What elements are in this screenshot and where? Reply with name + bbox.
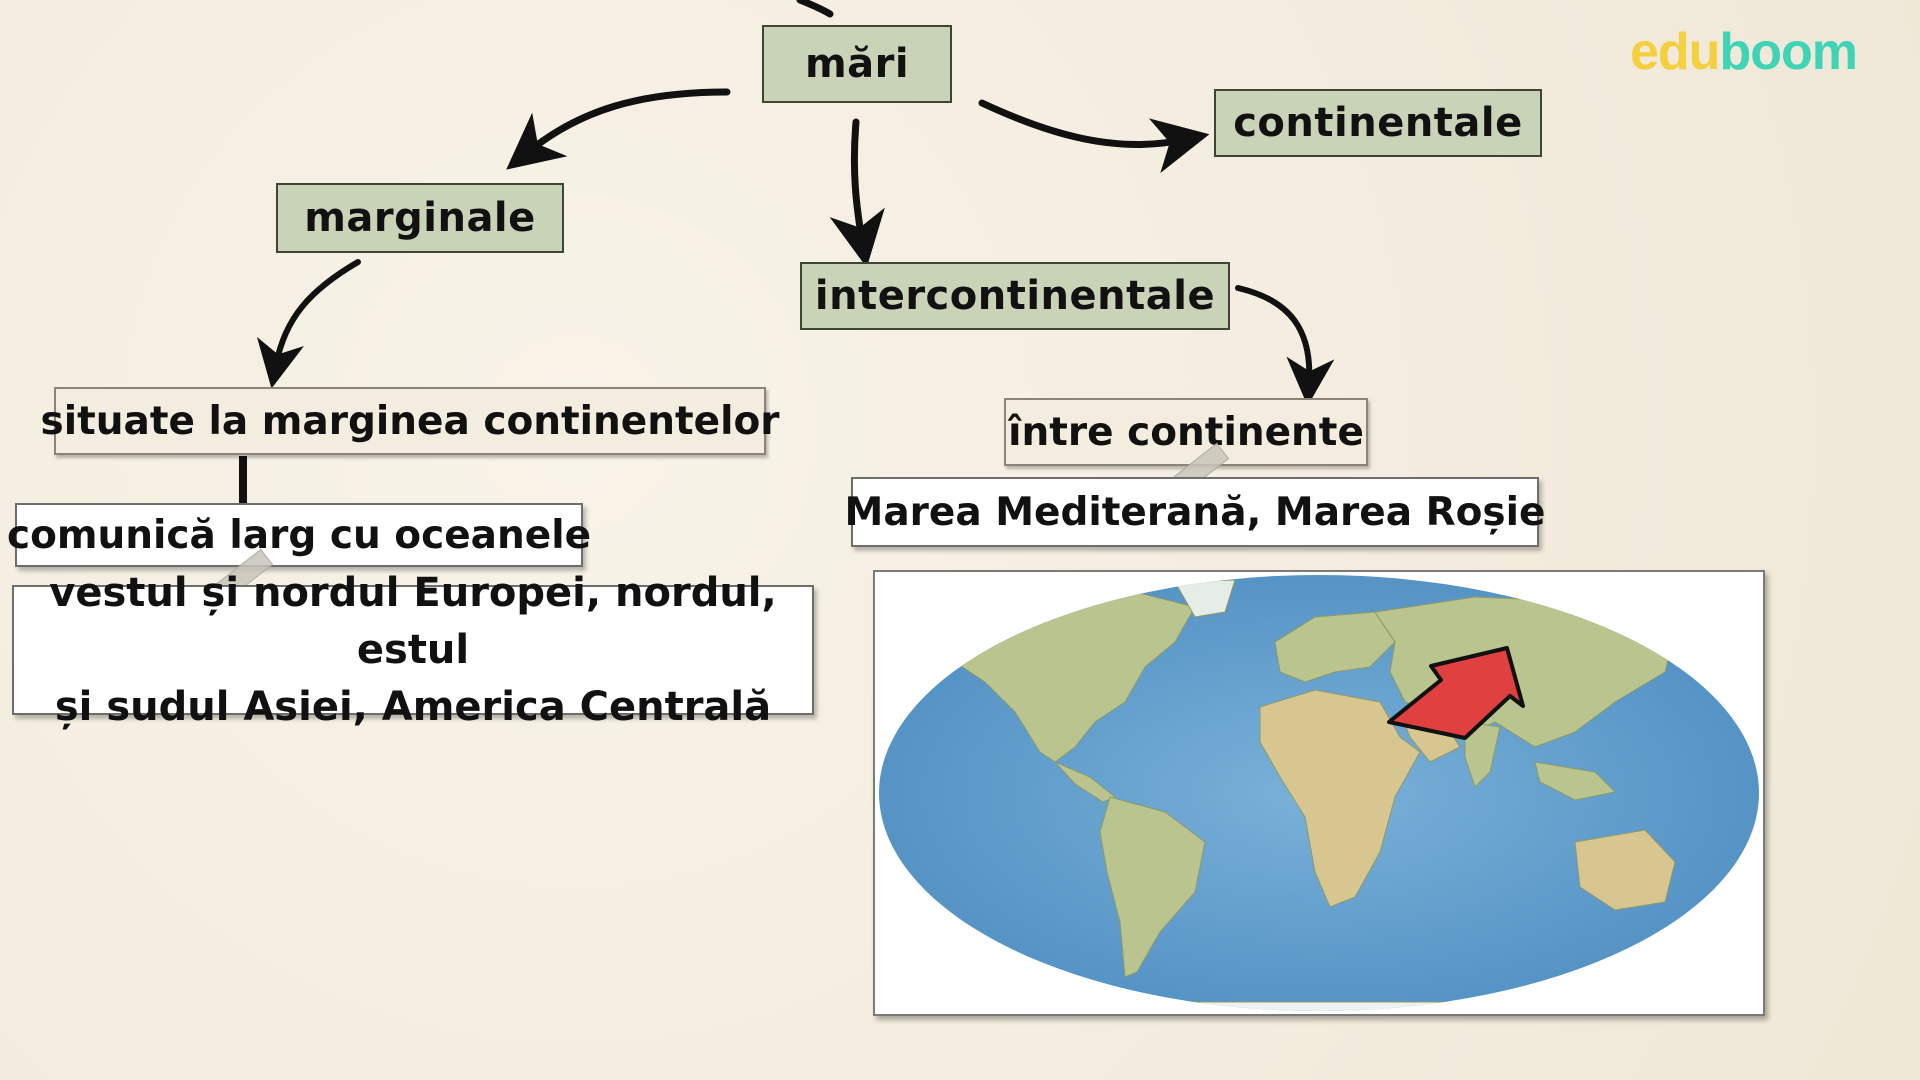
node-continentale-label: continentale	[1233, 100, 1523, 146]
logo-part-edu: edu	[1630, 23, 1720, 81]
node-exemple-marginale: vestul și nordul Europei, nordul, estul …	[12, 570, 814, 730]
red-arrow-pointing-red-sea	[1387, 646, 1525, 740]
arrow-intercontinentale-to-intre	[1235, 285, 1335, 406]
southeast-asia	[1534, 761, 1617, 801]
node-marginale: marginale	[276, 183, 564, 253]
node-mari: mări	[762, 25, 952, 103]
eduboom-logo: eduboom	[1630, 22, 1858, 82]
europe	[1274, 611, 1396, 683]
node-exemple-intercontinentale-label: Marea Mediterană, Marea Roșie	[844, 489, 1546, 535]
node-marginale-label: marginale	[304, 195, 536, 241]
india	[1464, 721, 1501, 788]
arrow-root-to-marginale	[506, 88, 731, 170]
node-mari-label: mări	[804, 41, 910, 87]
node-intre-label: între continente	[1008, 409, 1364, 455]
south-america	[1099, 796, 1206, 978]
node-continentale: continentale	[1214, 89, 1542, 157]
antarctica	[1014, 1001, 1626, 1011]
node-exemple-intercontinentale: Marea Mediterană, Marea Roșie	[845, 477, 1545, 547]
arrow-root-to-continentale	[978, 99, 1210, 174]
africa	[1259, 689, 1421, 908]
logo-part-boom: boom	[1719, 23, 1858, 81]
node-situate: situate la marginea continentelor	[41, 387, 780, 455]
node-situate-label: situate la marginea continentelor	[40, 398, 780, 444]
arrow-into-root	[796, 0, 834, 18]
australia	[1574, 829, 1676, 911]
arrow-marginale-to-situate	[256, 259, 361, 389]
node-intre-continente: între continente	[1004, 398, 1368, 466]
arrow-root-to-intercontinentale	[829, 118, 885, 268]
node-intercontinentale: intercontinentale	[800, 262, 1230, 330]
world-map-icon	[879, 575, 1759, 1011]
node-intercontinentale-label: intercontinentale	[814, 273, 1216, 319]
node-comunica-label: comunică larg cu oceanele	[6, 512, 592, 558]
world-map-card	[873, 570, 1765, 1016]
node-exemple-marginale-line2: și sudul Asiei, America Centrală	[54, 683, 772, 730]
node-comunica: comunică larg cu oceanele	[7, 503, 591, 567]
node-exemple-marginale-line1: vestul și nordul Europei, nordul, estul	[49, 569, 777, 673]
